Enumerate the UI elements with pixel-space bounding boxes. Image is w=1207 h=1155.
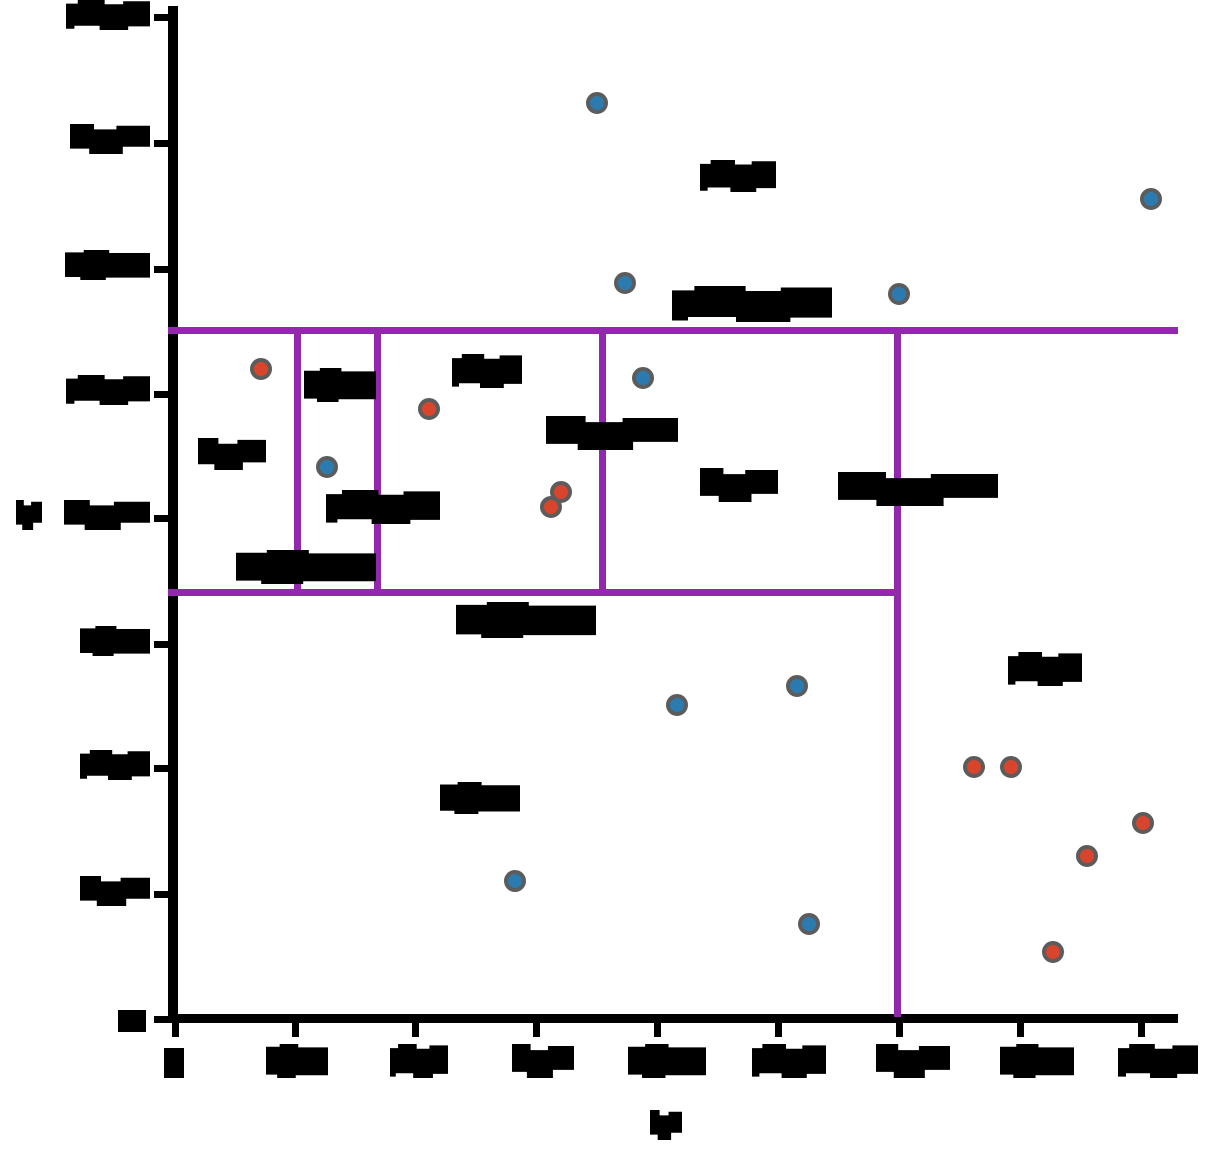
y-tick-label-5.0: [80, 750, 150, 780]
data-point-blue: [798, 913, 820, 935]
split-line-x-8.50: [599, 327, 606, 593]
split-line-y-8.50: [168, 589, 898, 596]
y-tick-7.5: [154, 641, 168, 648]
y-tick-15.0: [154, 266, 168, 273]
y-tick-label-17.5: [70, 124, 150, 154]
x-tick-label-2.5: [266, 1044, 328, 1078]
y-tick-5.0: [154, 765, 168, 772]
y-tick-label-20.0: [66, 0, 150, 30]
region-label-blue-rightmid: [700, 468, 778, 502]
split-line-x-14.50: [894, 327, 901, 1017]
data-point-blue: [614, 272, 636, 294]
region-label-mixed-bottom: [440, 782, 520, 814]
y-tick-label-2.5: [80, 876, 150, 906]
data-point-red: [1132, 812, 1154, 834]
split-line-x-4.25: [374, 327, 381, 593]
x-tick-label-5.0: [390, 1044, 448, 1078]
data-point-blue: [316, 456, 338, 478]
x-tick-0: [172, 1023, 179, 1037]
data-point-blue: [888, 283, 910, 305]
y-tick-label-7.5: [80, 626, 150, 656]
y-axis-spine: [168, 6, 178, 1022]
data-point-blue: [632, 367, 654, 389]
x-axis-title: [650, 1110, 682, 1140]
y-tick-12.5: [154, 391, 168, 398]
x-tick-20.0: [1138, 1023, 1145, 1037]
data-point-red: [1000, 756, 1022, 778]
x-tick-label-10.0: [628, 1044, 706, 1078]
data-point-red: [1076, 845, 1098, 867]
y-tick-label-12.5: [66, 375, 150, 405]
y-tick-0: [154, 1016, 168, 1023]
x-tick-17.5: [1017, 1023, 1024, 1037]
region-label-red-left: [198, 438, 266, 470]
annotation-y-8.50: [456, 602, 596, 638]
data-point-blue: [666, 694, 688, 716]
data-point-blue: [586, 92, 608, 114]
region-label-blue-top: [700, 160, 776, 192]
y-tick-10.0: [154, 515, 168, 522]
region-label-red-bottomright: [1008, 652, 1082, 686]
y-tick-label-15.0: [65, 250, 150, 280]
x-tick-2.5: [292, 1023, 299, 1037]
y-tick-2.5: [154, 891, 168, 898]
data-point-blue: [786, 675, 808, 697]
data-point-red: [418, 398, 440, 420]
x-tick-15.0: [896, 1023, 903, 1037]
region-label-blue-leftmid: [304, 368, 376, 402]
annotation-x-14.50: [838, 472, 998, 506]
x-tick-12.5: [775, 1023, 782, 1037]
x-tick-label-17.5: [1000, 1044, 1074, 1078]
data-point-blue: [504, 870, 526, 892]
y-tick-label-0: [118, 1010, 146, 1032]
y-tick-17.5: [154, 140, 168, 147]
annotation-x-2.5: [326, 490, 440, 524]
annotation-y-13.75: [672, 286, 832, 322]
x-axis-spine: [168, 1014, 1178, 1023]
x-tick-label-12.5: [752, 1044, 826, 1078]
x-tick-5.0: [412, 1023, 419, 1037]
annotation-x-8.50: [546, 416, 678, 450]
x-tick-label-15.0: [876, 1044, 950, 1078]
data-point-red: [963, 756, 985, 778]
split-line-y-13.75: [168, 327, 1178, 334]
x-tick-label-0: [164, 1048, 184, 1078]
y-tick-20.0: [154, 14, 168, 21]
annotation-n-12.80: [236, 550, 376, 584]
data-point-red: [250, 358, 272, 380]
region-label-red-center: [452, 354, 522, 388]
data-point-blue: [1140, 188, 1162, 210]
x-tick-label-7.5: [512, 1044, 574, 1078]
x-tick-label-20.0: [1118, 1044, 1198, 1078]
data-point-red: [1042, 941, 1064, 963]
split-line-x-2.5: [294, 327, 301, 593]
x-tick-7.5: [533, 1023, 540, 1037]
y-axis-title: [16, 500, 42, 530]
y-tick-label-10.0: [64, 500, 150, 530]
data-point-red: [540, 496, 562, 518]
x-tick-10.0: [654, 1023, 661, 1037]
